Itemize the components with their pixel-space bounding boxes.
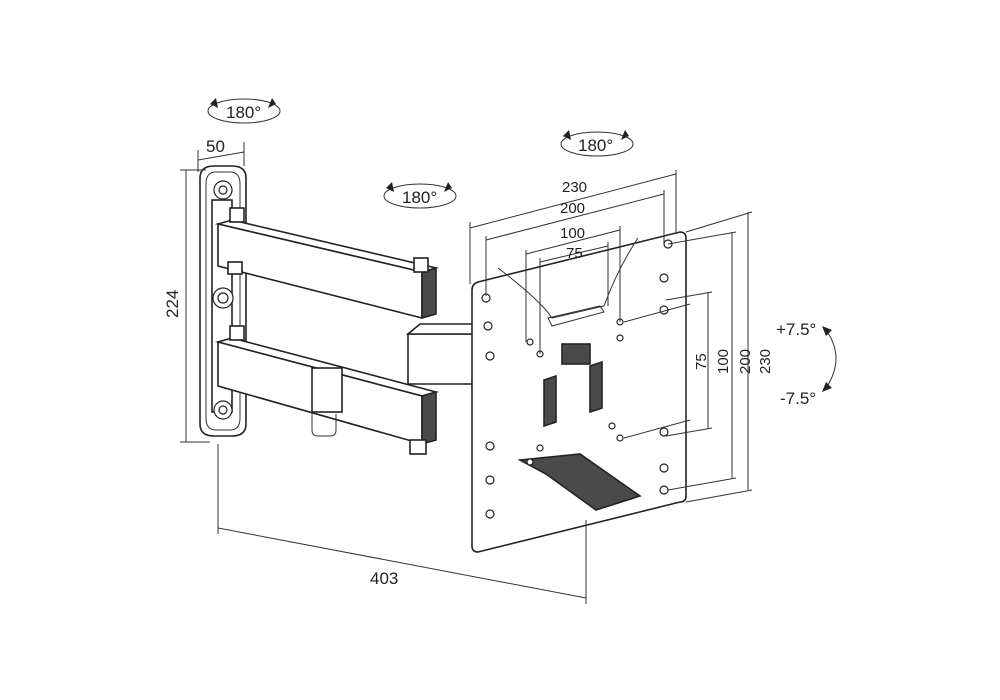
arm-swivel-label: 180° [402,188,437,207]
vdim-100-label: 100 [715,349,732,374]
dimension-lines [180,142,753,604]
plate-width-label: 50 [206,137,225,156]
vdim-230-label: 230 [757,349,774,374]
tilt-up-label: +7.5° [776,320,816,339]
lower-arm [214,325,440,455]
plate-swivel-label: 180° [578,136,613,155]
hdim-230-label: 230 [562,179,587,196]
hdim-200-label: 200 [560,200,585,217]
plate-height-label: 224 [163,290,182,318]
extension-label: 403 [370,569,398,588]
rotation-arrow-arm [383,182,457,209]
rotation-arrow-plate [560,130,634,157]
vdim-200-label: 200 [737,349,754,374]
wall-plate [199,165,247,437]
wall-swivel-label: 180° [226,103,261,122]
tilt-down-label: -7.5° [780,389,816,408]
rotation-arrow-wall [207,98,281,124]
tilt-arrow [822,326,837,392]
vesa-plate [471,231,687,553]
upper-arm [214,207,440,320]
hdim-75-label: 75 [566,245,583,262]
hdim-100-label: 100 [560,225,585,242]
vdim-75-label: 75 [693,353,710,370]
